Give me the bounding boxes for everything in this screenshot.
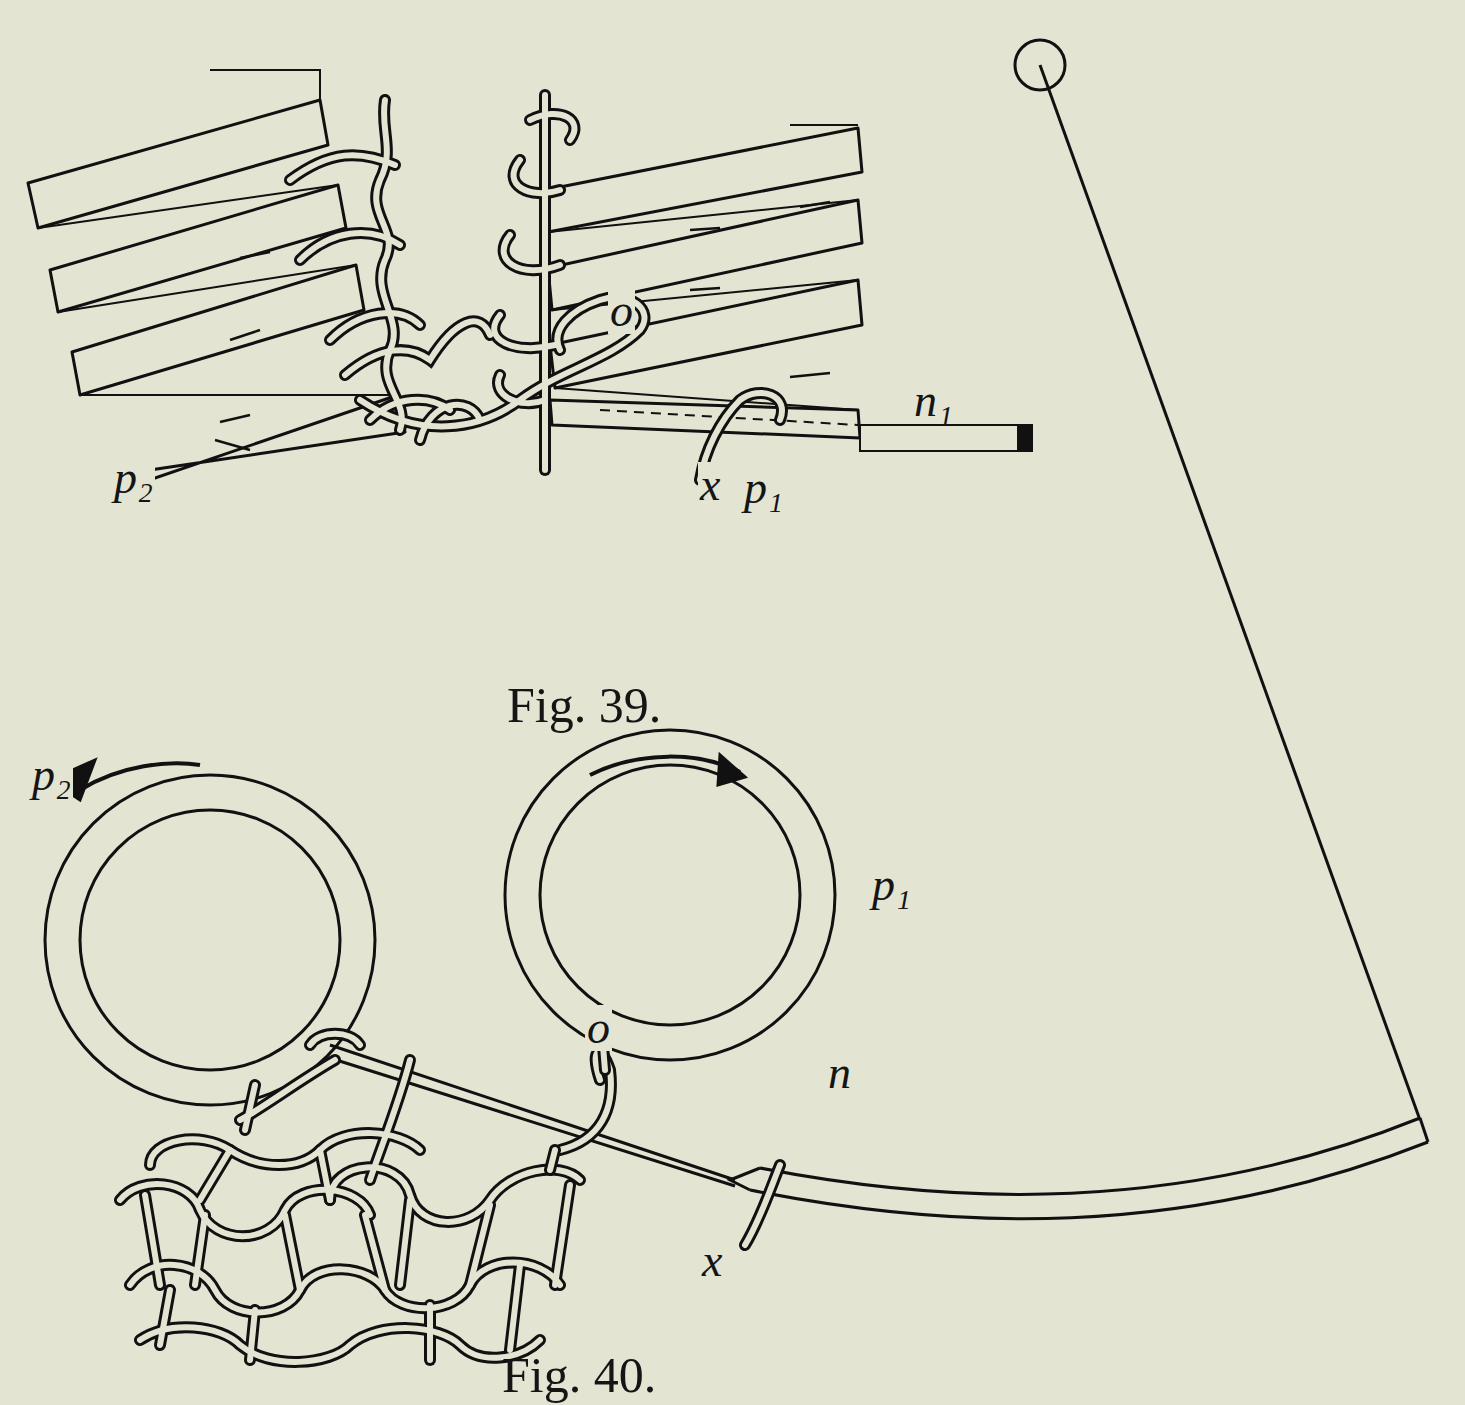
figure-caption: Fig. 39.: [505, 680, 663, 730]
part-letter: x: [700, 1238, 724, 1284]
part-letter: x: [698, 462, 722, 508]
part-letter: p₂: [30, 752, 73, 798]
part-letter: p₁: [870, 862, 913, 908]
part-letter: n₁: [912, 378, 955, 424]
part-letter: o: [585, 1005, 612, 1051]
part-letter: p₁: [742, 465, 785, 511]
part-letter: p₂: [112, 455, 155, 501]
figure-caption: Fig. 40.: [500, 1350, 658, 1400]
part-letter: n: [826, 1050, 853, 1096]
part-letter: o: [608, 288, 635, 334]
